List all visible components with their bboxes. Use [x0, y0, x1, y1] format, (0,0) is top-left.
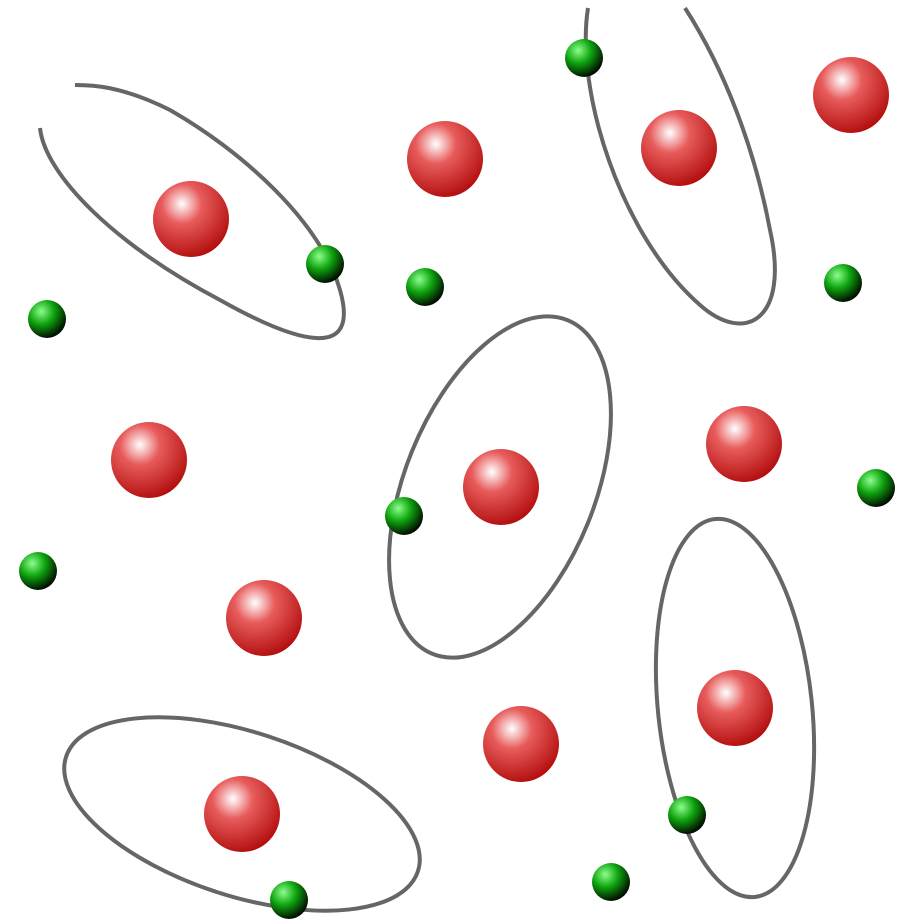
nucleus-3 [463, 449, 539, 525]
orbit-2 [583, 6, 777, 326]
free-nucleus [706, 406, 782, 482]
nucleus-5 [204, 776, 280, 852]
free-nucleus [813, 57, 889, 133]
orbit-5 [62, 715, 422, 913]
free-electron [406, 268, 444, 306]
electron-1 [306, 245, 344, 283]
orbit-4 [653, 516, 817, 900]
electron-5 [270, 881, 308, 919]
atom-5 [62, 715, 422, 919]
nucleus-4 [697, 670, 773, 746]
nucleus-1 [153, 181, 229, 257]
atom-3 [385, 314, 613, 660]
free-nucleus [111, 422, 187, 498]
free-electron [19, 552, 57, 590]
free-electron [28, 300, 66, 338]
electron-4 [668, 796, 706, 834]
free-nucleus [407, 121, 483, 197]
free-electron [824, 264, 862, 302]
free-electron [857, 469, 895, 507]
electron-3 [385, 497, 423, 535]
atom-1 [38, 83, 346, 341]
orbit-3 [387, 314, 613, 660]
nucleus-2 [641, 110, 717, 186]
free-nucleus [226, 580, 302, 656]
electron-2 [565, 39, 603, 77]
free-nucleus [483, 706, 559, 782]
free-electron [592, 863, 630, 901]
atom-4 [653, 516, 817, 900]
atom-2 [565, 6, 777, 326]
orbit-1 [38, 83, 346, 341]
